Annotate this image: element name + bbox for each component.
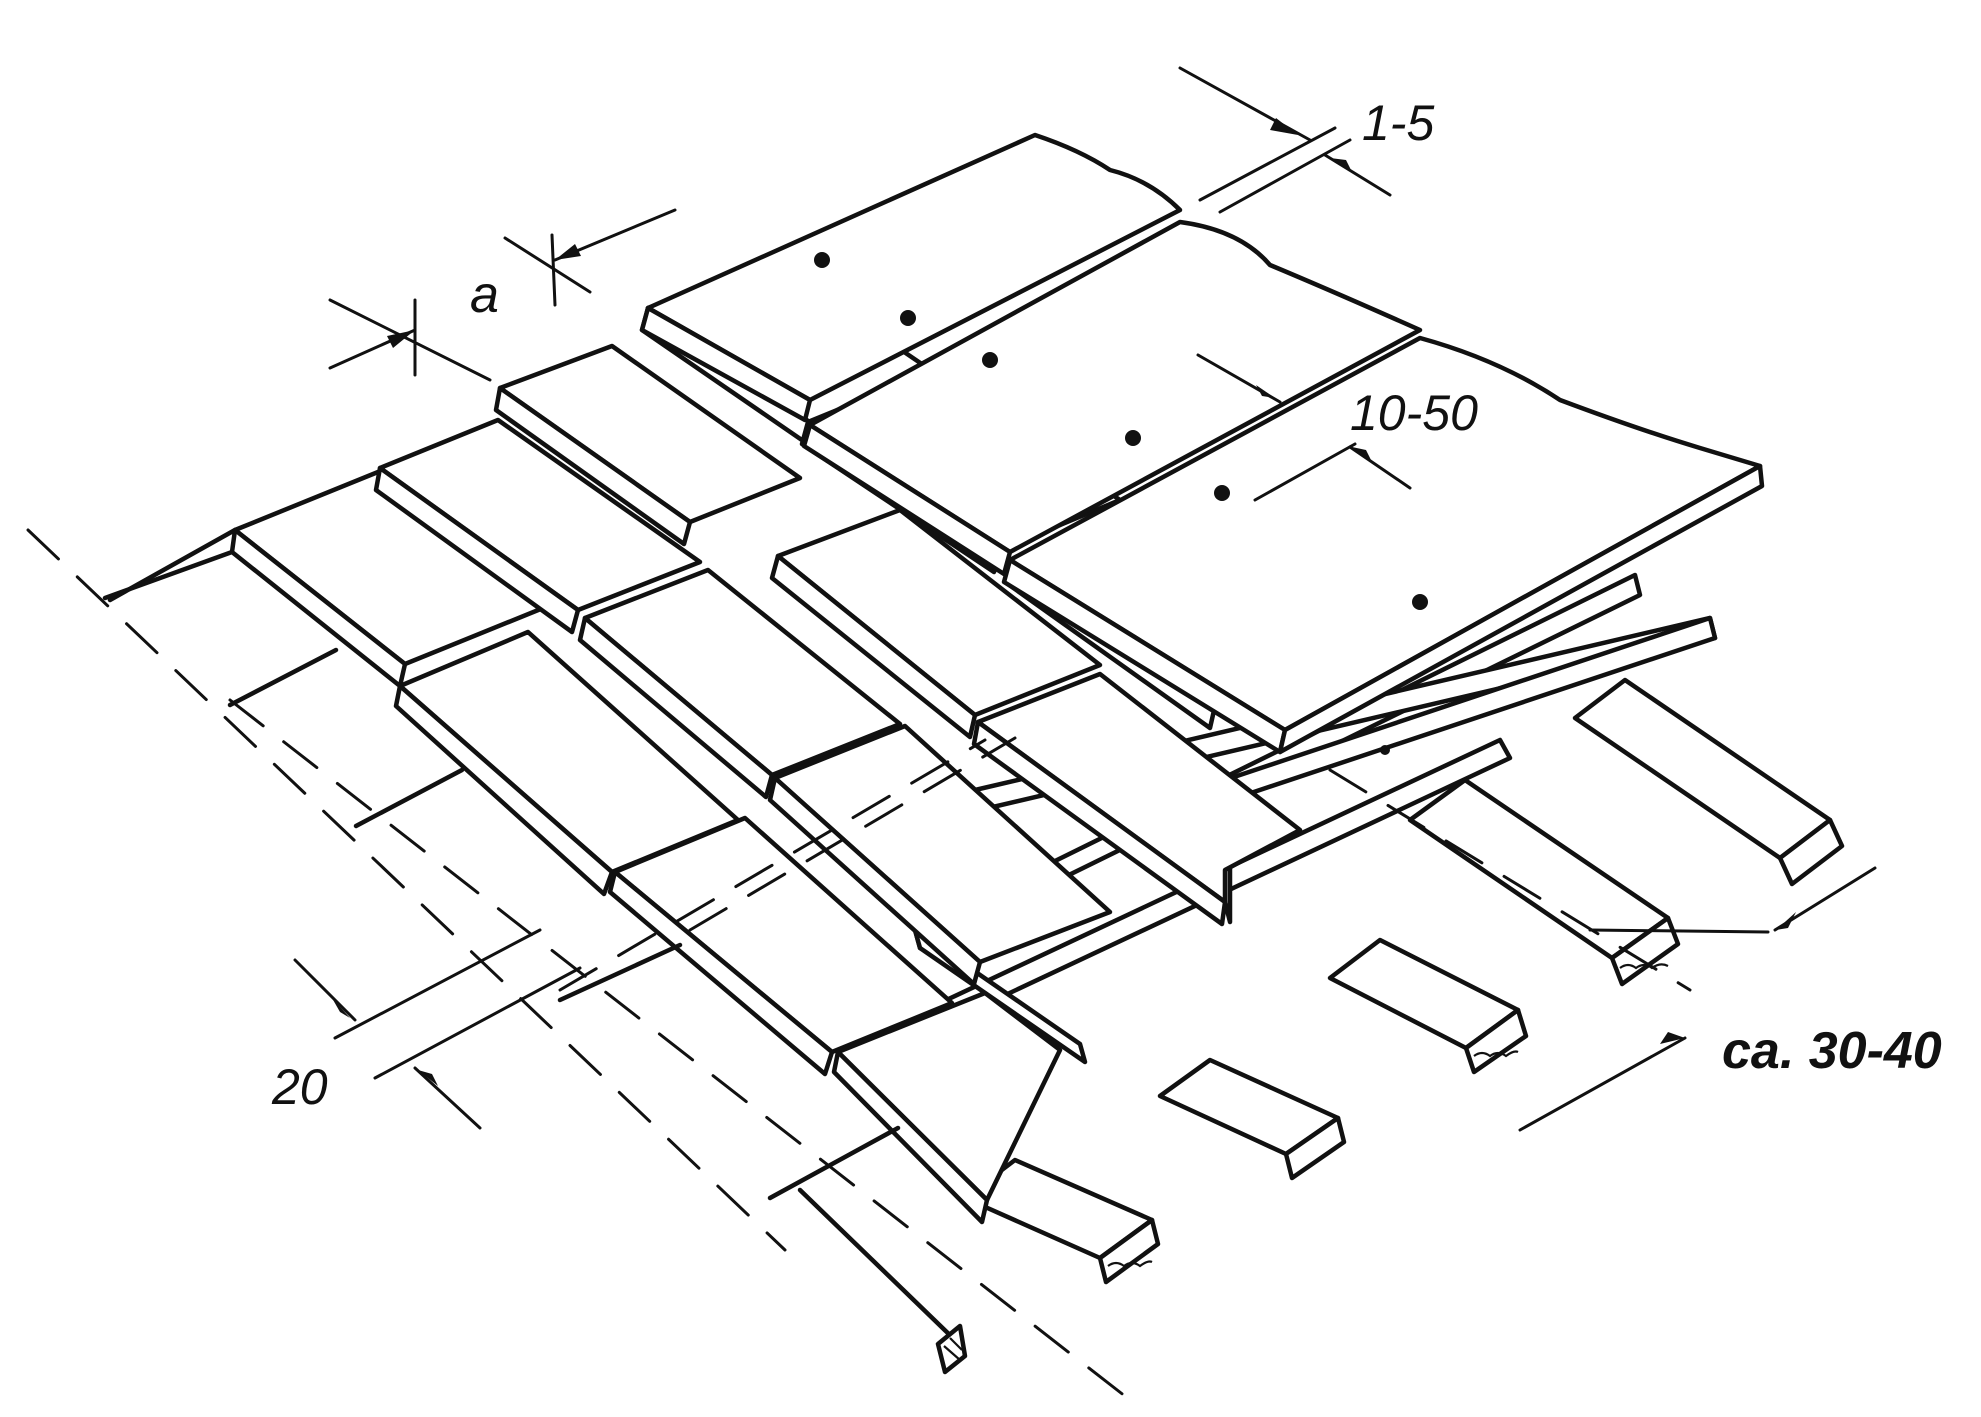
label-20: 20 [271, 1059, 328, 1115]
dimension-30-40: ca. 30-40 [1518, 866, 1942, 1132]
slate-r1-3 [607, 815, 955, 1077]
rafter-lines [26, 527, 1692, 1402]
slate-r3-1 [493, 343, 803, 547]
batten-2 [1407, 777, 1681, 987]
batten-1 [1572, 677, 1845, 887]
batten-5 [962, 1157, 1161, 1285]
label-1-5: 1-5 [1362, 95, 1434, 151]
dimension-1-5: 1-5 [1178, 66, 1434, 214]
slate-top-3 [1001, 335, 1765, 755]
batten-cut-end [797, 1187, 968, 1375]
slate-r2-2 [577, 567, 903, 800]
slates [229, 132, 1765, 1225]
batten-4 [1157, 1057, 1347, 1181]
slate-r1-4 [831, 990, 1063, 1225]
batten-3 [1327, 937, 1529, 1075]
nail-dots [814, 252, 1428, 755]
slate-top-1 [639, 132, 1183, 423]
dimension-10-50: 10-50 [1196, 353, 1478, 502]
dimension-a: a [328, 208, 677, 382]
dimension-20: 20 [271, 928, 582, 1130]
slate-r2-1 [373, 417, 703, 635]
battens [797, 677, 1845, 1375]
label-a: a [470, 266, 499, 324]
slate-r2-3 [767, 723, 1113, 987]
slate-r3-2 [769, 507, 1103, 740]
label-ca-30-40: ca. 30-40 [1722, 1022, 1942, 1080]
label-10-50: 10-50 [1350, 385, 1478, 441]
slate-r3-3 [971, 671, 1303, 927]
